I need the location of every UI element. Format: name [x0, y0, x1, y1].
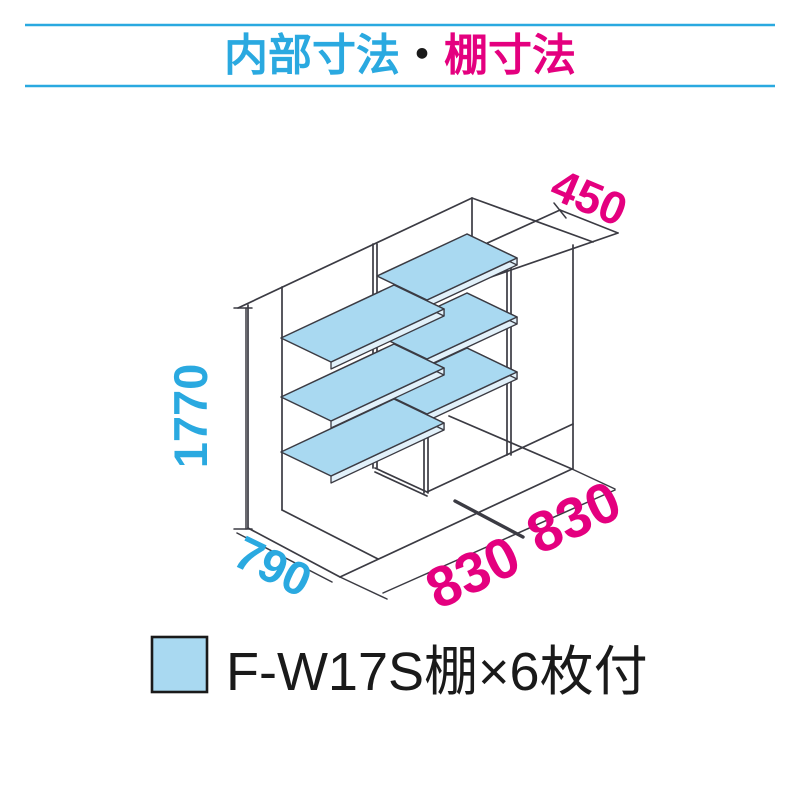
- ext-830-right: [571, 468, 616, 490]
- roof-right-depth-edge: [471, 197, 594, 243]
- legend-label: F-W17S棚×6枚付: [226, 642, 648, 702]
- legend-shelf-swatch: [150, 635, 209, 694]
- shelf-top-face: [280, 343, 445, 422]
- shelf-top-face: [280, 398, 445, 477]
- shelf-left-2: [280, 343, 445, 429]
- left-wall-bottom-inner: [281, 509, 379, 560]
- header: 内部寸法・棚寸法: [25, 23, 775, 88]
- floor-width-line-right: [426, 423, 574, 493]
- shelf-top-face: [376, 233, 518, 301]
- label-depth-bottom-790: 790: [226, 525, 320, 607]
- dim-line-450: [559, 209, 619, 234]
- title-shelf-dims: 棚寸法: [444, 31, 576, 80]
- label-width-left-830: 830: [416, 524, 529, 622]
- shelf-right-2: [376, 292, 518, 367]
- floor-front-edge: [339, 468, 573, 578]
- title-separator: ・: [400, 31, 444, 80]
- dim-line-830: [382, 489, 616, 594]
- dim-line-790: [236, 532, 333, 583]
- tick-450: [553, 202, 567, 219]
- shelves-left-bay: [280, 284, 445, 484]
- label-height-1770: 1770: [164, 364, 217, 469]
- label-width-right-830: 830: [517, 469, 630, 567]
- shelf-top-face: [376, 347, 518, 415]
- divider-bottom-rail-a: [374, 467, 428, 493]
- ext-830-left: [339, 576, 388, 600]
- shelf-left-1: [280, 284, 445, 370]
- dimension-lines: [233, 307, 616, 600]
- legend: F-W17S棚×6枚付: [150, 635, 648, 702]
- page-title: 内部寸法・棚寸法: [224, 31, 576, 80]
- shelf-left-3: [280, 398, 445, 484]
- shelf-right-1: [376, 233, 518, 308]
- divider-bottom-rail-b: [374, 471, 428, 497]
- left-wall-bottom-outer: [247, 527, 341, 578]
- shelf-top-face: [280, 284, 445, 363]
- label-depth-top-450: 450: [544, 158, 635, 236]
- ext-830-mid: [453, 499, 525, 539]
- title-internal-dims: 内部寸法: [224, 31, 400, 80]
- rim-top-edge: [237, 197, 473, 309]
